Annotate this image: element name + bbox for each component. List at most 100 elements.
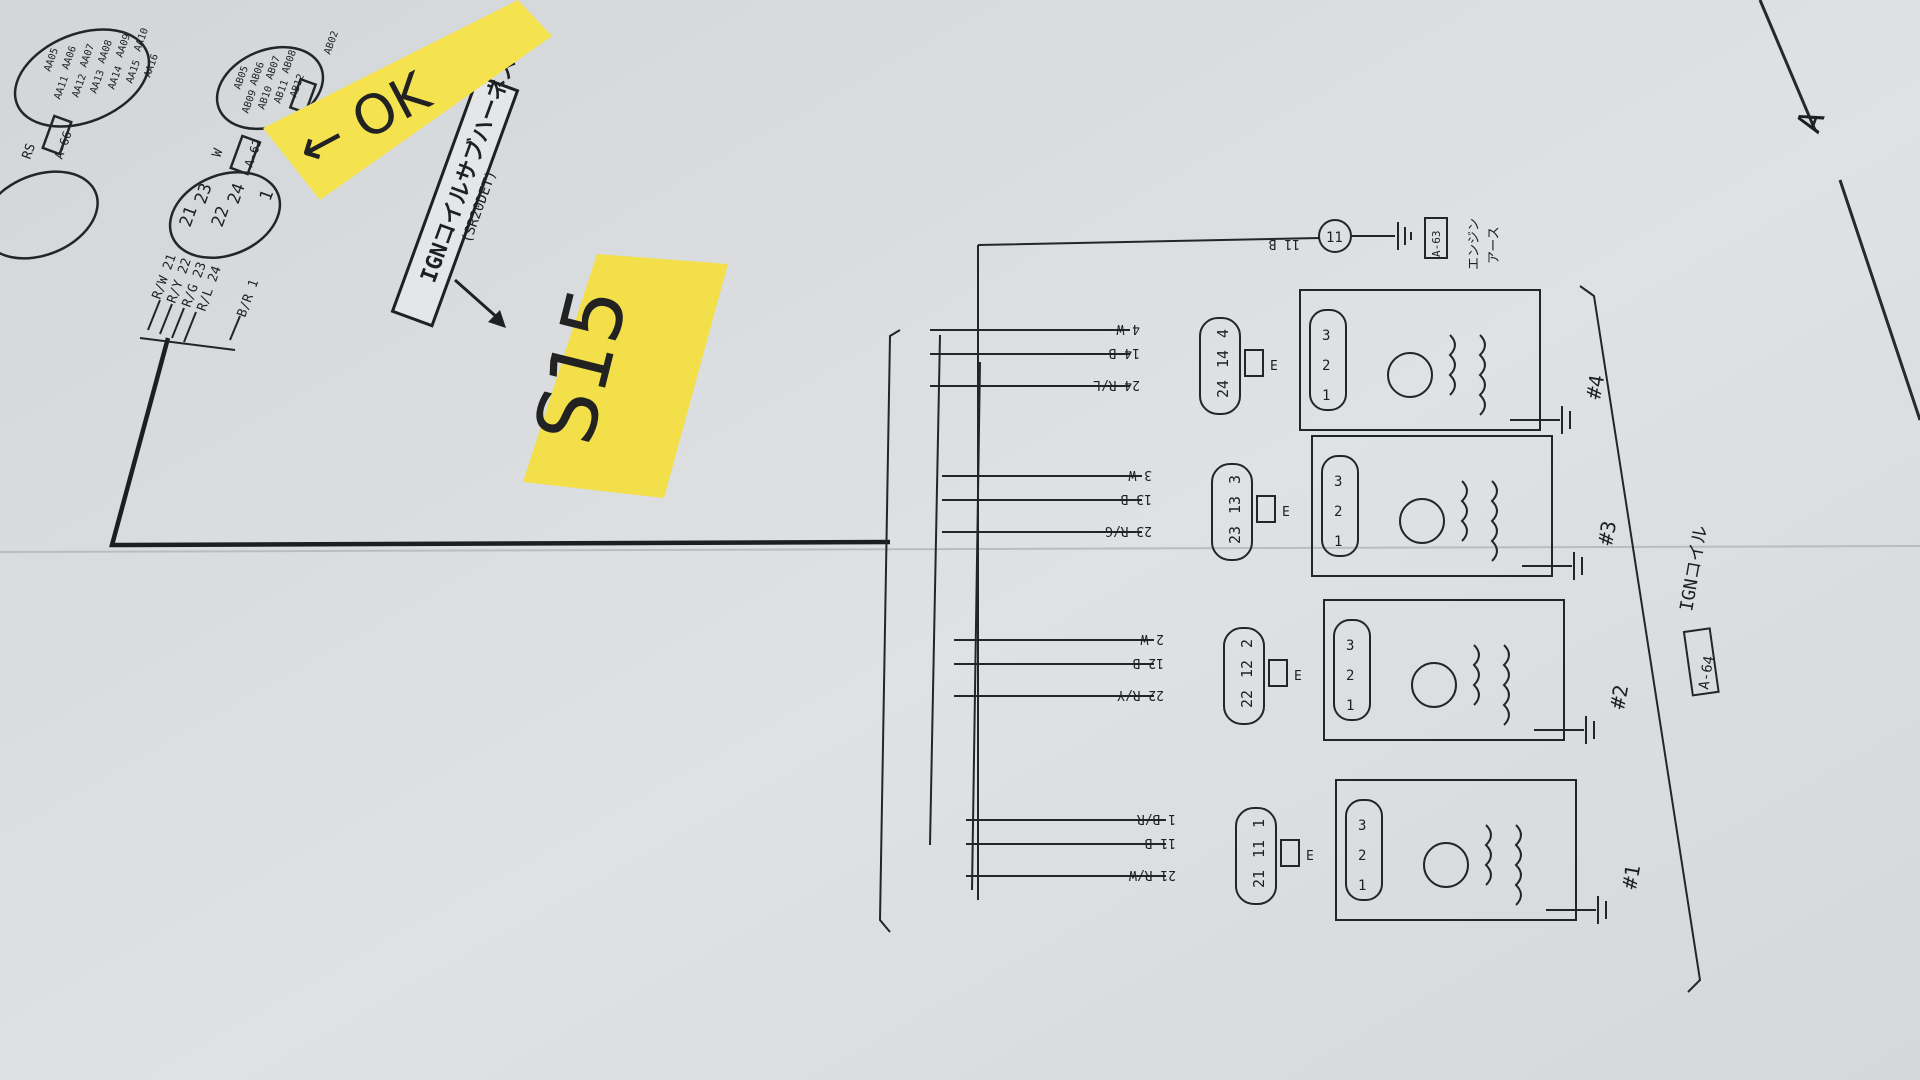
- left-wire: [171, 307, 185, 339]
- coil-plug-pin: 2: [1334, 504, 1342, 520]
- left-wire: [159, 303, 173, 335]
- coil-number: #3: [1593, 519, 1621, 547]
- e-box: [1280, 839, 1300, 867]
- coil-plug: [1309, 309, 1347, 411]
- e-mark: E: [1294, 669, 1302, 684]
- coil-number: #4: [1581, 373, 1609, 401]
- left-wire: [183, 311, 197, 343]
- coil-box: [1323, 599, 1565, 741]
- ok-note-paper: [263, 0, 552, 200]
- coil-plug-pin: 2: [1322, 358, 1330, 374]
- transistor-icon: [1399, 498, 1445, 544]
- connector-left-main: [168, 170, 282, 260]
- coil-wire-label: 1 B/R: [1137, 811, 1176, 826]
- tag-box-w: [229, 134, 261, 176]
- coil-tag-box: [1682, 627, 1720, 697]
- coil-plug-pin: 1: [1346, 698, 1354, 714]
- coil-pin: 14: [1214, 350, 1232, 368]
- winding-icon: [1478, 334, 1486, 416]
- ground-symbol: [1352, 222, 1412, 250]
- winding-icon: [1502, 644, 1510, 726]
- coil-box: [1335, 779, 1577, 921]
- connector-aa-left: [13, 28, 151, 128]
- heading-arrow: [454, 278, 501, 322]
- coil-plug: [1345, 799, 1383, 901]
- heading-box: [390, 74, 520, 328]
- coil-plug-pin: 1: [1322, 388, 1330, 404]
- coil-pin: 12: [1238, 660, 1256, 678]
- left-wire: [229, 315, 241, 341]
- s15-sticky-note: S15: [517, 254, 728, 498]
- coil-ground-icon: [1534, 716, 1595, 744]
- coil-wire-label: 22 R/Y: [1117, 687, 1164, 702]
- bus-b: [971, 361, 981, 891]
- ground-tag-box: [1424, 217, 1448, 259]
- coil-number: #2: [1605, 683, 1633, 711]
- ground-wire-label: 11 B: [1269, 236, 1300, 251]
- ground-tag: A-63: [1430, 231, 1443, 258]
- coil-plug-pin: 1: [1334, 534, 1342, 550]
- left-wire-labels: R/W 21 R/Y 22 R/G 23 R/L 24 B/R 1: [150, 252, 262, 319]
- heading-arrowhead: [488, 310, 506, 328]
- coil-connector: [1223, 627, 1265, 725]
- transistor-icon: [1423, 842, 1469, 888]
- coil-plug-pin: 3: [1346, 638, 1354, 654]
- coil-pin: 21: [1250, 870, 1268, 888]
- e-box: [1268, 659, 1288, 687]
- winding-icon: [1484, 824, 1492, 886]
- winding-icon: [1490, 480, 1498, 562]
- coil-wire-label: 23 R/G: [1105, 523, 1152, 538]
- tag-box-ab: [288, 77, 318, 115]
- coil-wire-label: 14 B: [1109, 345, 1140, 360]
- top-connectors: [0, 28, 325, 260]
- winding-icon: [1460, 480, 1468, 542]
- coil-connector: [1211, 463, 1253, 561]
- ground-label-1: エンジン: [1467, 218, 1482, 270]
- bus-w: [929, 334, 941, 846]
- e-box: [1244, 349, 1264, 377]
- coil-plug-pin: 1: [1358, 878, 1366, 894]
- coil-pin: 22: [1238, 690, 1256, 708]
- transistor-icon: [1411, 662, 1457, 708]
- coil-pin: 23: [1226, 526, 1244, 544]
- left-wire: [147, 299, 161, 331]
- coil-bracket: [1579, 285, 1702, 993]
- coil-tag: A-64: [1696, 655, 1718, 691]
- left-wire-stubs: [139, 299, 241, 351]
- bus-lines: [878, 285, 1702, 993]
- coil-box: [1299, 289, 1541, 431]
- left-tag: RS: [20, 142, 39, 162]
- coil-plug-pin: 3: [1358, 818, 1366, 834]
- coil-wire-label: 12 B: [1133, 655, 1164, 670]
- tag-box-rs: [41, 114, 73, 156]
- section-border: [1758, 0, 1920, 421]
- e-mark: E: [1270, 359, 1278, 374]
- coil-number: #1: [1617, 863, 1645, 891]
- coil-pin: 24: [1214, 380, 1232, 398]
- winding-icon: [1448, 334, 1456, 396]
- e-mark: E: [1282, 505, 1290, 520]
- winding-icon: [1514, 824, 1522, 906]
- coil-wire-label: 4 W: [1116, 321, 1140, 336]
- coil-plug-pin: 2: [1346, 668, 1354, 684]
- coil-wire-label: 11 B: [1145, 835, 1176, 850]
- e-mark: E: [1306, 849, 1314, 864]
- ground-node: [1318, 219, 1352, 253]
- coil-wire-label: 2 W: [1140, 631, 1164, 646]
- s15-note-paper: [523, 254, 728, 498]
- main-signal-line: [109, 337, 891, 548]
- coil-wire-label: 13 B: [1121, 491, 1152, 506]
- e-box: [1256, 495, 1276, 523]
- bundle-bracket: [139, 337, 236, 351]
- coil-connector: [1199, 317, 1241, 415]
- connector-aa-lower: [0, 170, 99, 260]
- coil-wire-label: 3 W: [1128, 467, 1152, 482]
- coil-wire-label: 21 R/W: [1129, 867, 1176, 882]
- ground-node-label: 11: [1326, 230, 1343, 246]
- coil-pin: 13: [1226, 496, 1244, 514]
